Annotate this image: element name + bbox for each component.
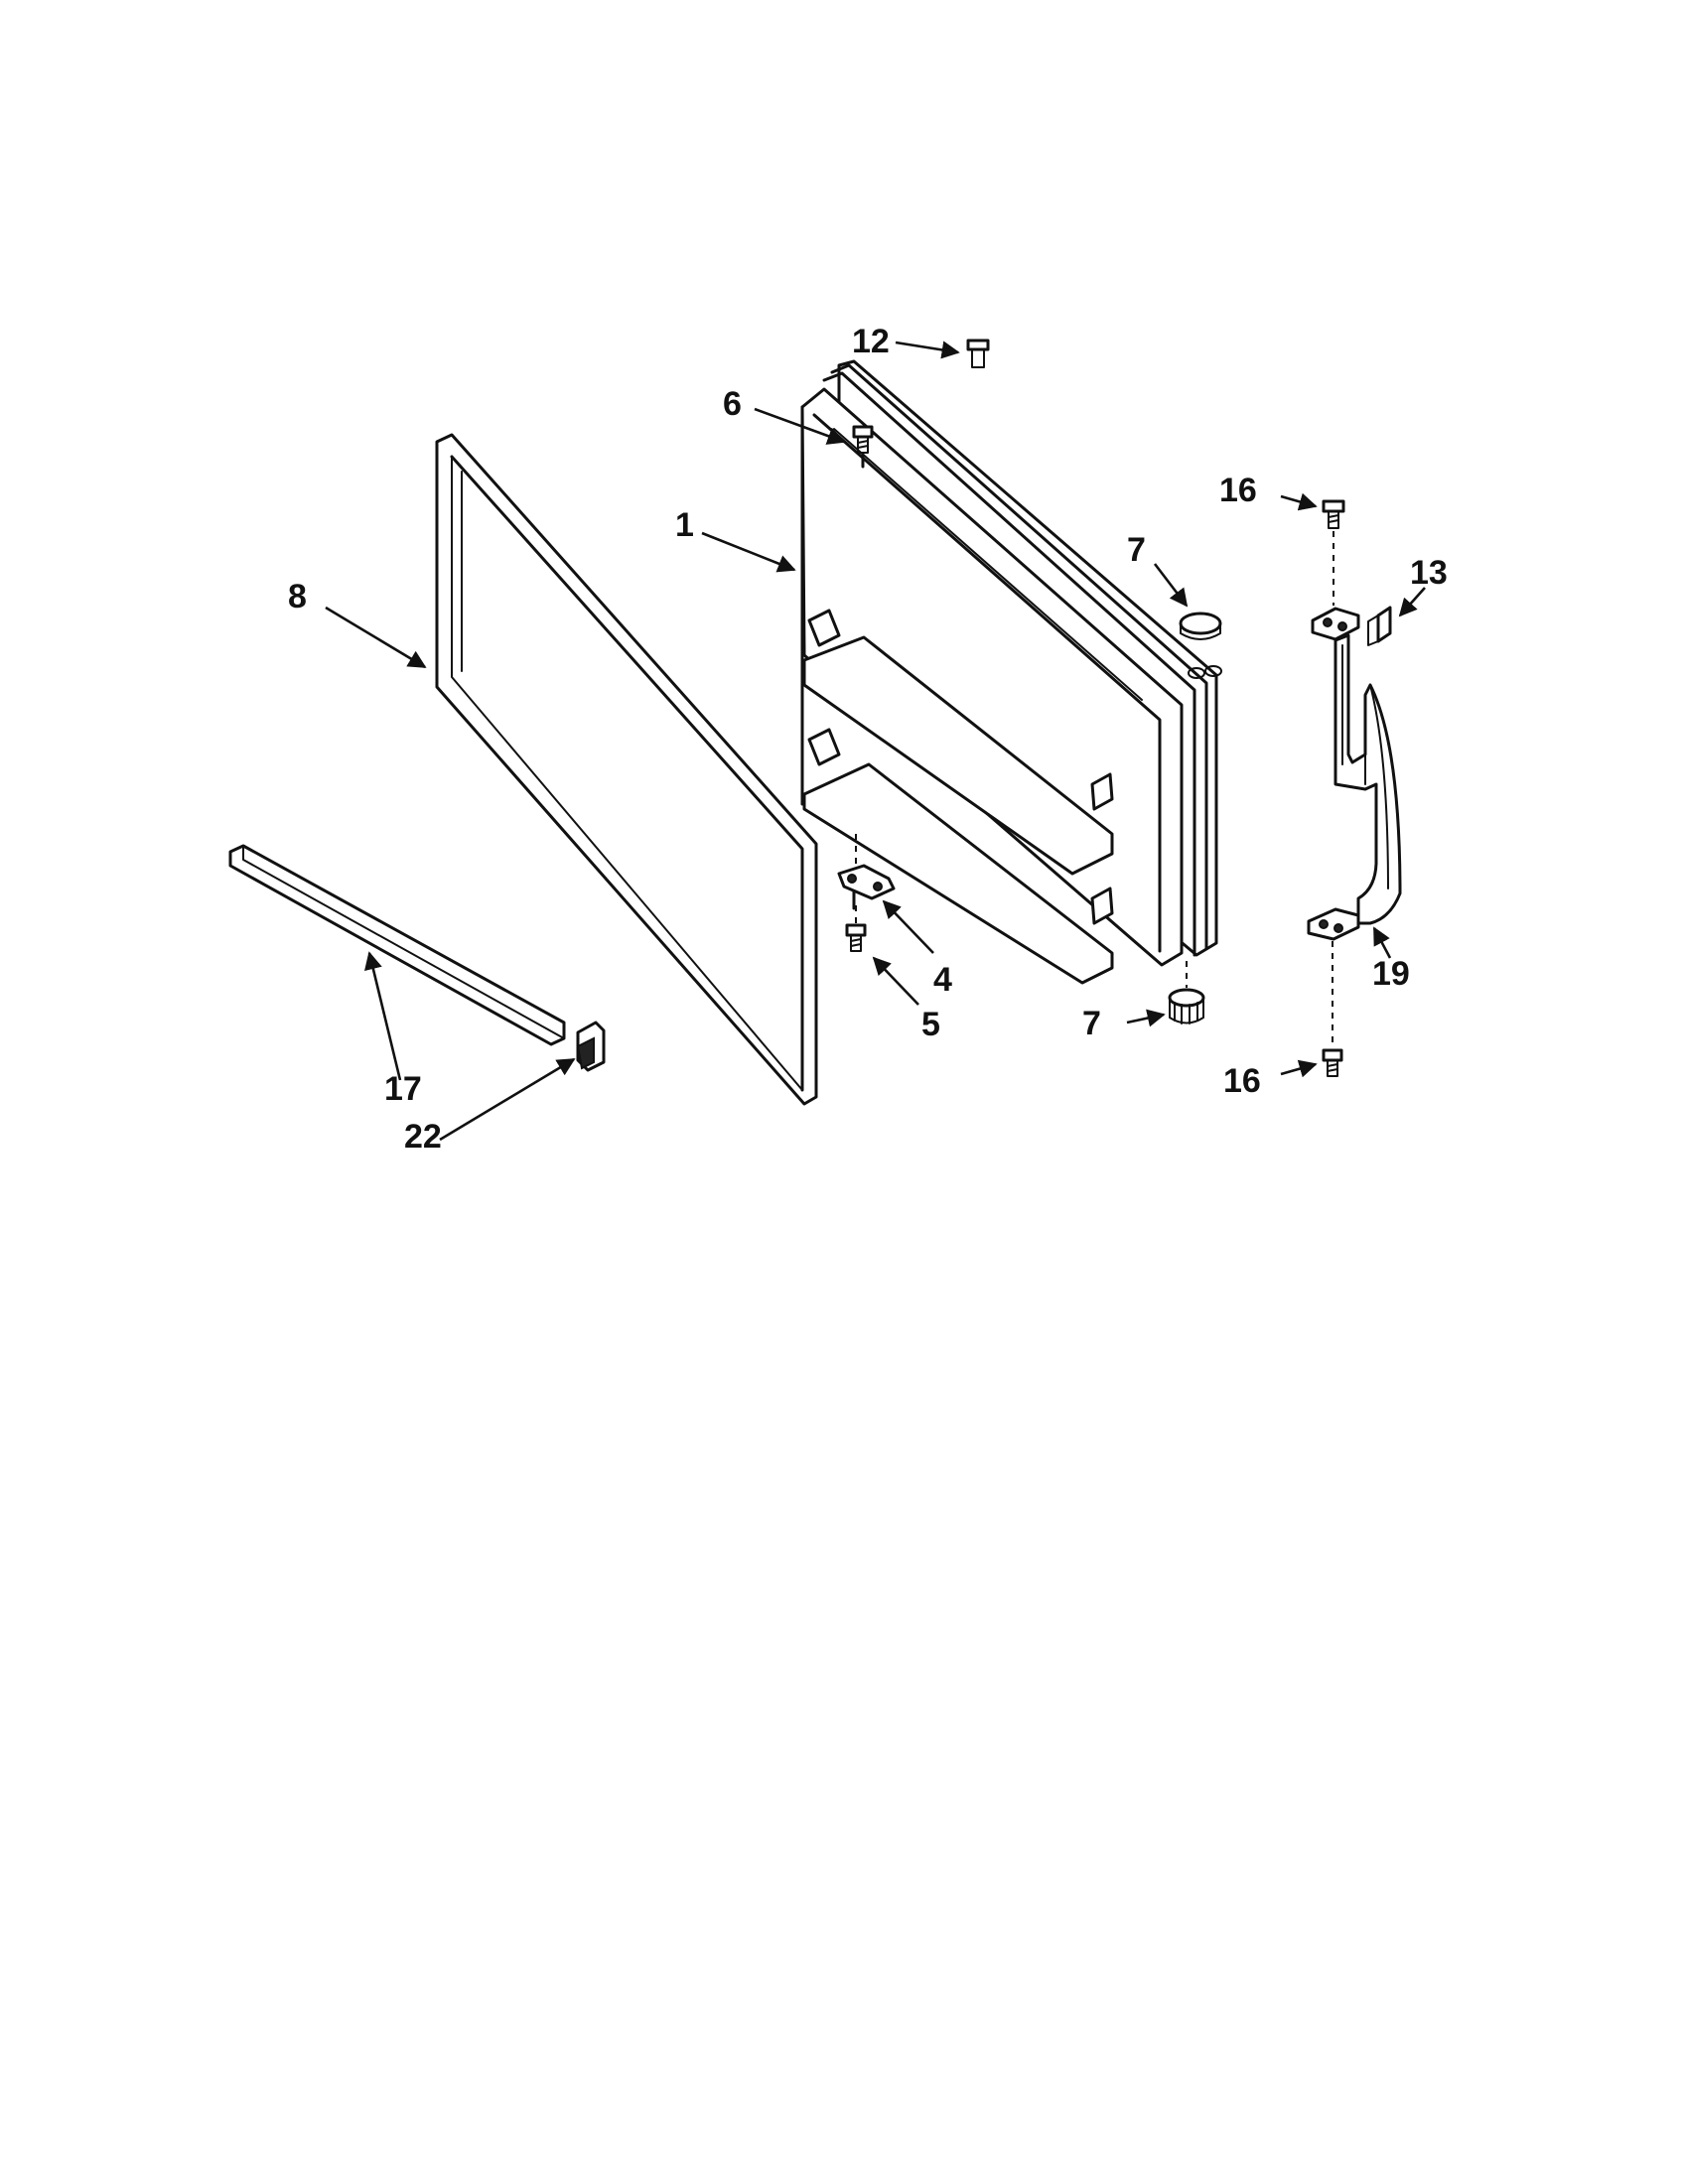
callout-16-bottom: 16 bbox=[1223, 1062, 1261, 1100]
screw-5 bbox=[845, 905, 867, 952]
callout-labels: 12 6 1 8 7 7 4 5 16 16 13 19 17 22 bbox=[288, 323, 1448, 1156]
callout-7-top: 7 bbox=[1127, 531, 1146, 569]
plug-12 bbox=[966, 339, 990, 368]
callout-4: 4 bbox=[933, 961, 952, 999]
callout-16-top: 16 bbox=[1219, 472, 1257, 509]
callout-1: 1 bbox=[675, 506, 694, 544]
callout-17: 17 bbox=[384, 1070, 422, 1108]
callout-12: 12 bbox=[852, 323, 890, 360]
end-cap bbox=[576, 1021, 606, 1072]
leader-lines bbox=[325, 341, 1426, 1142]
callout-5: 5 bbox=[921, 1006, 940, 1043]
callout-19: 19 bbox=[1372, 955, 1410, 993]
callout-7-bottom: 7 bbox=[1082, 1005, 1101, 1042]
callout-22: 22 bbox=[404, 1118, 442, 1156]
cam-top bbox=[1179, 612, 1222, 640]
callout-13: 13 bbox=[1410, 554, 1448, 592]
cam-bottom bbox=[1168, 961, 1205, 1024]
door-panel bbox=[800, 359, 1222, 985]
trim-strip bbox=[228, 844, 566, 1046]
screw-6 bbox=[852, 425, 874, 469]
screw-16-top bbox=[1322, 499, 1345, 606]
hinge-bracket bbox=[837, 834, 896, 910]
clip-13 bbox=[1367, 606, 1392, 646]
door-gasket bbox=[435, 433, 818, 1106]
screw-16-bottom bbox=[1322, 941, 1343, 1077]
door-handle bbox=[1307, 607, 1402, 941]
callout-6: 6 bbox=[723, 385, 742, 423]
callout-8: 8 bbox=[288, 578, 307, 615]
